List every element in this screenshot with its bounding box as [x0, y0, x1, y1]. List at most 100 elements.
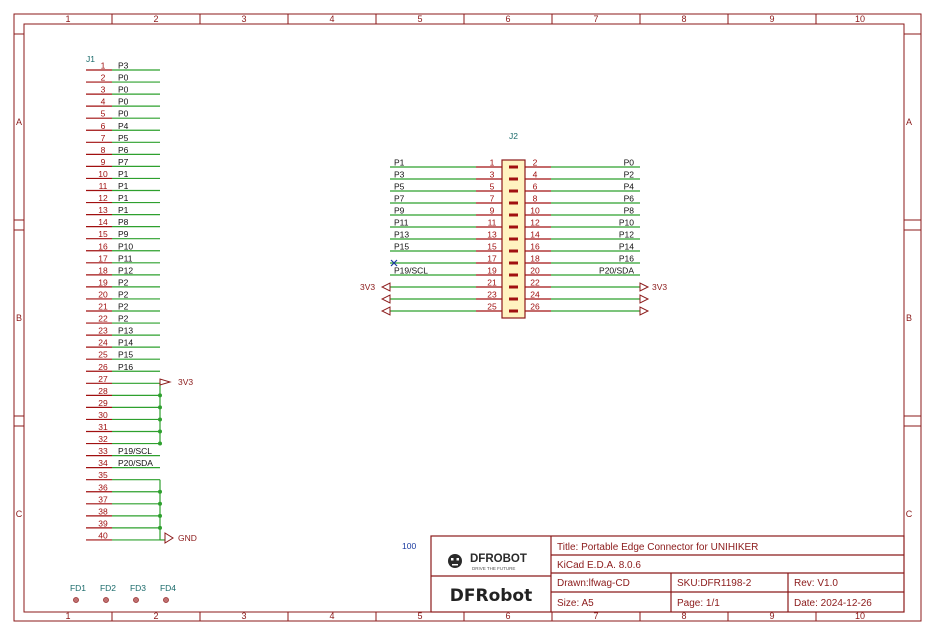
j1-net-label: P1 [118, 181, 129, 191]
power-arrow-icon [380, 294, 391, 304]
j1-net-label: P5 [118, 133, 129, 143]
zone-row-right: C [906, 509, 913, 519]
j1-power-nets: 3V3 GND [159, 377, 197, 544]
zone-col-top: 7 [593, 14, 598, 24]
j1-net-label: P2 [118, 289, 129, 299]
j1-net-label: P2 [118, 277, 129, 287]
j1-net-label: P19/SCL [118, 446, 152, 456]
j1-pin-number: 35 [98, 470, 108, 480]
fiducial-label: FD2 [100, 583, 116, 593]
j1-pin-number: 37 [98, 494, 108, 504]
j1-pin-number: 24 [98, 338, 108, 348]
misc-label: 100 [402, 541, 416, 551]
fiducial-icon [133, 597, 139, 603]
zone-col-bottom: 10 [855, 611, 865, 621]
j2-reference: J2 [509, 131, 518, 141]
j1-pin-number: 23 [98, 326, 108, 336]
size-field: Size: A5 [557, 598, 594, 609]
outer-frame [13, 13, 922, 622]
j1-pin-number: 11 [99, 181, 108, 191]
no-connect-marker [390, 259, 398, 267]
sku-field: SKU:DFR1198-2 [677, 578, 752, 589]
fiducial-label: FD1 [70, 583, 86, 593]
zone-col-bottom: 6 [505, 611, 510, 621]
date-field: Date: 2024-12-26 [794, 598, 872, 609]
j2-pin-number-right: 2 [533, 158, 538, 168]
fiducial-label: FD3 [130, 583, 146, 593]
zone-col-bottom: 8 [681, 611, 686, 621]
zone-col-bottom: 7 [593, 611, 598, 621]
j1-net-label: P20/SDA [118, 458, 153, 468]
j1-net-label: P6 [118, 145, 129, 155]
j2-pin-number-left: 1 [490, 158, 495, 168]
drawn-field: Drawn:lfwag-CD [557, 578, 630, 589]
j1-pin: 31 [86, 422, 160, 433]
j2-net-label-right: P4 [624, 182, 635, 192]
fiducial-icon [103, 597, 109, 603]
j1-reference: J1 [86, 54, 95, 64]
j1-net-label: P3 [118, 61, 129, 71]
company-name: DFRobot [450, 586, 532, 606]
zone-col-top: 10 [855, 14, 865, 24]
j1-pin-number: 15 [98, 229, 108, 239]
j1-3v3-label: 3V3 [178, 377, 193, 387]
zone-row-left: B [16, 313, 22, 323]
j2-pin-number-right: 4 [533, 170, 538, 180]
fiducial-icon [163, 597, 169, 603]
j1-pin-number: 5 [101, 109, 106, 119]
j1-net-label: P13 [118, 326, 133, 336]
j1-pin: 37 [86, 494, 160, 505]
j1-pin-number: 7 [101, 133, 106, 143]
inner-frame [23, 23, 905, 613]
j1-net-label: P11 [118, 253, 133, 263]
zone-col-bottom: 1 [65, 611, 70, 621]
fiducial-label: FD4 [160, 583, 176, 593]
j2-pin-number-right: 8 [533, 194, 538, 204]
j1-net-label: P14 [118, 338, 133, 348]
zone-row-right: B [906, 313, 912, 323]
j1-pin-number: 10 [98, 169, 108, 179]
zone-col-top: 6 [505, 14, 510, 24]
j2-pin-number-right: 12 [530, 218, 540, 228]
j1-pin: 7 P5 [86, 133, 160, 143]
j1-pin-number: 20 [98, 289, 108, 299]
j1-net-label: P7 [118, 157, 129, 167]
j1-pin: 38 [86, 506, 160, 517]
j2-pin-number-right: 6 [533, 182, 538, 192]
power-arrow-icon [380, 306, 391, 316]
j1-pin-number: 36 [98, 482, 108, 492]
j2-pin-number-right: 26 [530, 302, 540, 312]
j1-pin-number: 38 [98, 506, 108, 516]
j2-net-label-left: P11 [394, 218, 409, 228]
j2-net-label-right: P14 [619, 242, 634, 252]
j2-pin-number-right: 18 [530, 254, 540, 264]
j1-net-label: P0 [118, 73, 129, 83]
j2-pin-number-left: 15 [487, 242, 497, 252]
j1-pin-number: 18 [98, 265, 108, 275]
j1-pin-number: 39 [98, 518, 108, 528]
j1-pin-number: 27 [98, 374, 108, 384]
j1-pin: 29 [86, 398, 160, 408]
j2-net-label-right: P10 [619, 218, 634, 228]
j2-pin-number-left: 9 [490, 206, 495, 216]
power-arrow-icon [159, 378, 172, 386]
j1-net-label: P2 [118, 314, 129, 324]
j2-net-label-right: P2 [624, 170, 635, 180]
